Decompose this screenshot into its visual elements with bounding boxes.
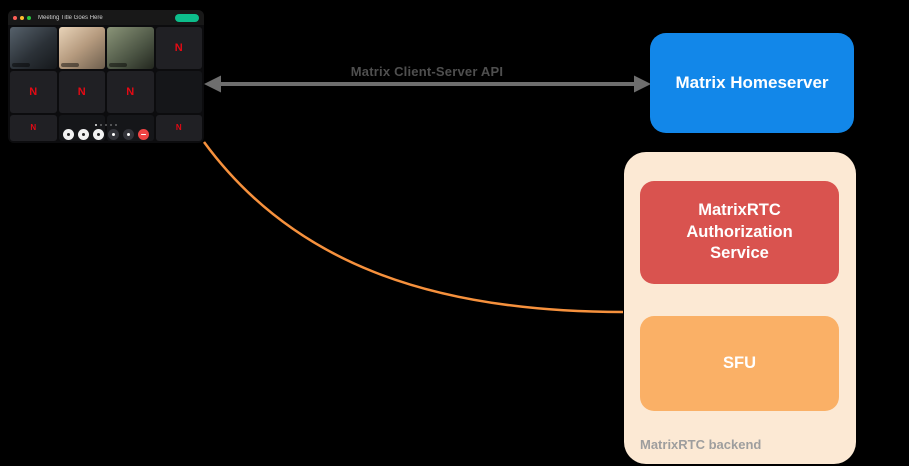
backend-caption: MatrixRTC backend bbox=[640, 437, 762, 452]
avatar-letter: N bbox=[175, 123, 182, 132]
video-grid: N N N N N N bbox=[8, 25, 204, 143]
avatar-letter: N bbox=[30, 123, 37, 132]
macos-minimize-icon bbox=[20, 15, 24, 20]
call-title: Meeting Title Goes Here bbox=[38, 14, 103, 21]
matrixrtc-backend-container: MatrixRTC Authorization Service SFU Matr… bbox=[624, 152, 856, 464]
arrowhead-right-icon bbox=[634, 75, 651, 93]
participant-video-tile bbox=[58, 27, 105, 69]
participant-video-tile bbox=[107, 27, 154, 69]
video-call-screenshot: Meeting Title Goes Here N N N N N N bbox=[8, 10, 204, 143]
call-controls-bar bbox=[8, 129, 204, 140]
call-window-titlebar: Meeting Title Goes Here bbox=[8, 10, 204, 25]
sfu-box: SFU bbox=[640, 316, 839, 411]
participant-name-pill bbox=[12, 63, 30, 67]
arrowhead-left-icon bbox=[204, 75, 221, 93]
participant-video-tile bbox=[155, 71, 202, 113]
page-dot bbox=[115, 124, 117, 126]
avatar-letter: N bbox=[174, 41, 183, 54]
macos-close-icon bbox=[13, 15, 17, 20]
share-button-icon bbox=[93, 129, 104, 140]
participant-avatar-tile: N bbox=[10, 115, 57, 141]
page-dot bbox=[105, 124, 107, 126]
call-action-button bbox=[175, 13, 199, 22]
avatar-letter: N bbox=[29, 85, 38, 98]
hangup-button-icon bbox=[138, 129, 149, 140]
authorization-service-box: MatrixRTC Authorization Service bbox=[640, 181, 839, 284]
participant-name-pill bbox=[60, 63, 79, 67]
participant-avatar-tile: N bbox=[58, 71, 105, 113]
page-dot bbox=[110, 124, 112, 126]
participant-avatar-tile: N bbox=[155, 27, 202, 69]
grid-pagination-dots bbox=[8, 124, 204, 126]
settings-button-icon bbox=[108, 129, 119, 140]
authorization-service-label: MatrixRTC Authorization Service bbox=[686, 200, 793, 263]
participant-avatar-tile: N bbox=[107, 71, 154, 113]
avatar-letter: N bbox=[77, 85, 86, 98]
macos-zoom-icon bbox=[27, 15, 31, 20]
participant-avatar-tile: N bbox=[10, 71, 57, 113]
api-arrow-label: Matrix Client-Server API bbox=[350, 64, 504, 79]
homeserver-box: Matrix Homeserver bbox=[650, 33, 854, 133]
participant-video-tile bbox=[10, 27, 57, 69]
more-button-icon bbox=[123, 129, 134, 140]
sfu-connection-curve bbox=[202, 141, 624, 314]
participant-avatar-tile: N bbox=[155, 115, 202, 141]
homeserver-label: Matrix Homeserver bbox=[675, 73, 829, 92]
mic-button-icon bbox=[63, 129, 74, 140]
page-dot bbox=[100, 124, 102, 126]
camera-button-icon bbox=[78, 129, 89, 140]
avatar-letter: N bbox=[126, 85, 135, 98]
sfu-label: SFU bbox=[723, 354, 756, 372]
page-dot bbox=[95, 124, 97, 126]
participant-name-pill bbox=[109, 63, 127, 67]
